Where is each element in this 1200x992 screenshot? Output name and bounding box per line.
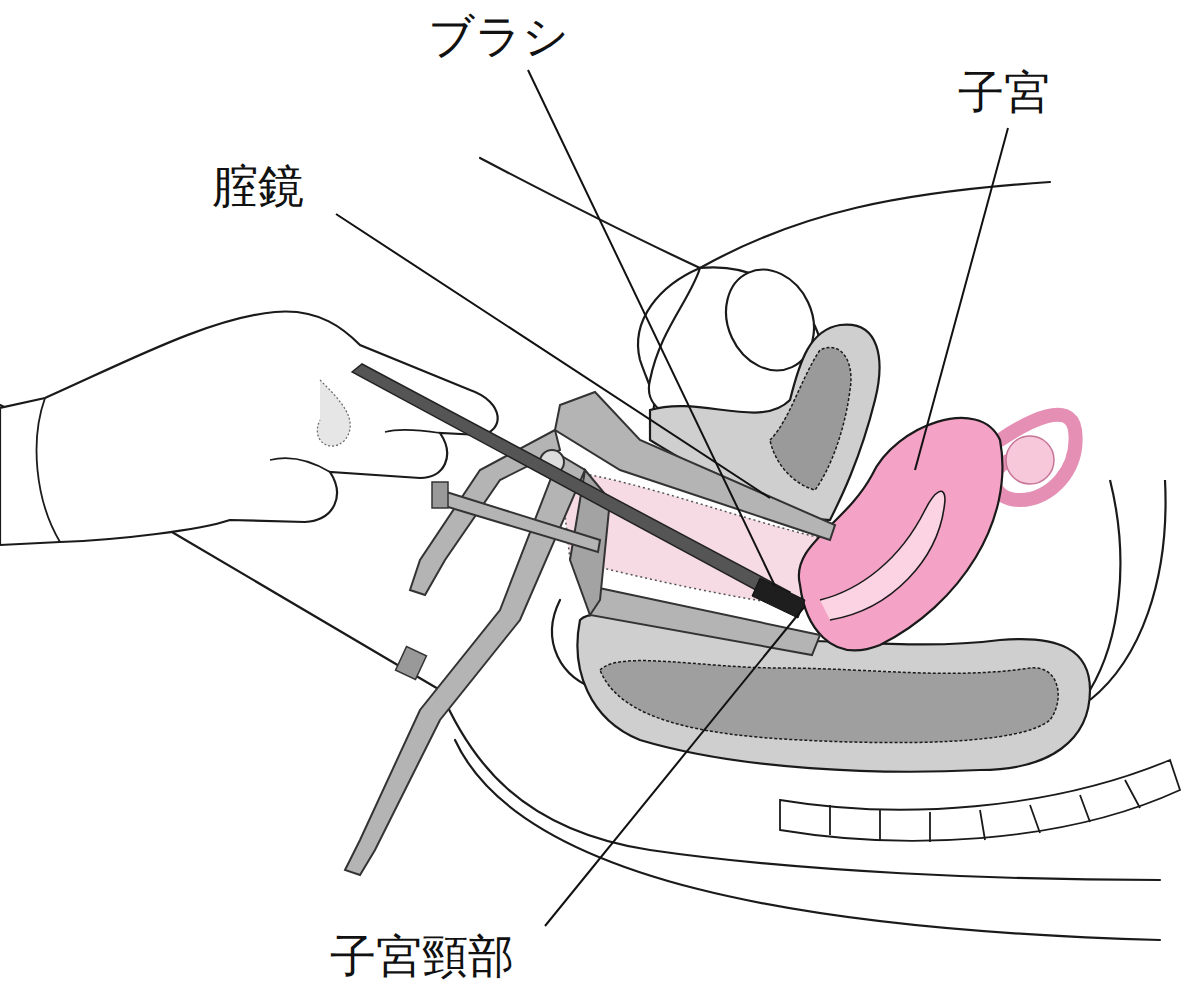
part-label: 腟鏡	[212, 160, 304, 213]
sacrum	[780, 760, 1180, 842]
part-label: ブラシ	[428, 10, 569, 63]
part-label: 子宮頸部	[330, 930, 514, 983]
part-label: 子宮	[958, 66, 1050, 119]
leader-line	[336, 70, 1008, 926]
brush	[352, 364, 805, 618]
gloved-hand	[0, 312, 498, 545]
uterus	[799, 415, 1076, 651]
